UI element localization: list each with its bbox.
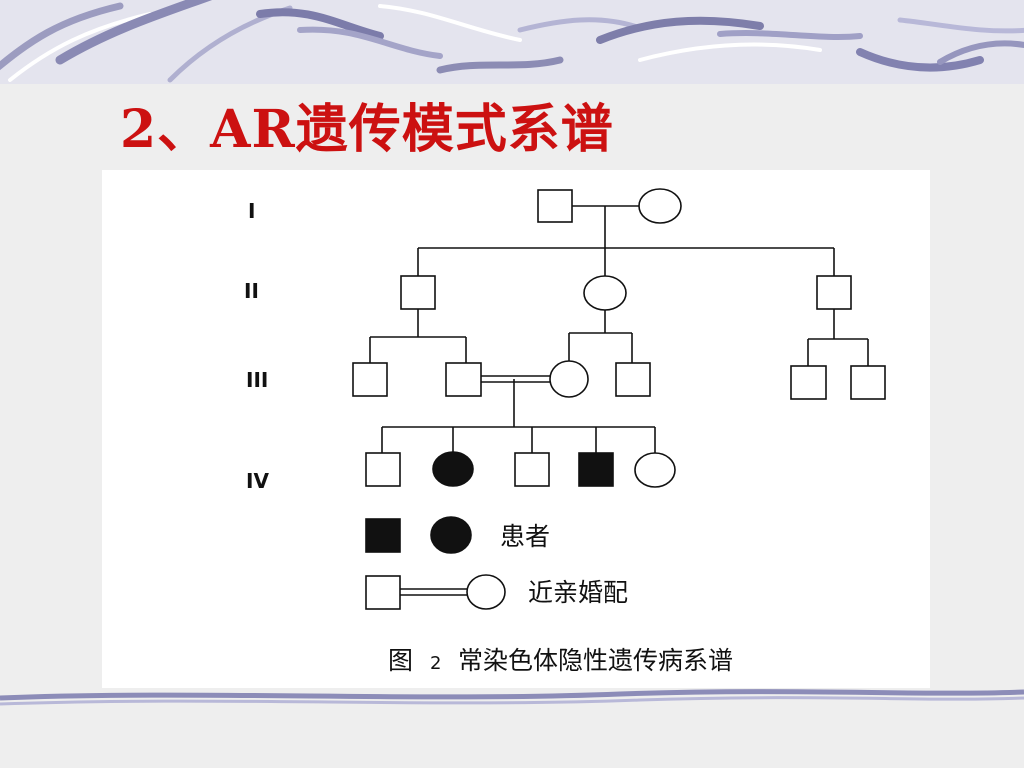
consanguineous-male-symbol xyxy=(365,575,401,610)
affected-female-symbol xyxy=(430,516,472,554)
female-unaffected-II-2 xyxy=(583,275,627,311)
generation-4 xyxy=(365,451,676,488)
male-unaffected-III-4 xyxy=(615,362,651,397)
male-unaffected-II-3 xyxy=(816,275,852,310)
legend: 患者 近亲婚配 xyxy=(365,516,628,610)
male-unaffected-III-1 xyxy=(352,362,388,397)
decorative-banner xyxy=(0,0,1024,84)
female-unaffected-I-2 xyxy=(638,188,682,224)
generation-label-4: IV xyxy=(246,469,269,493)
generation-2 xyxy=(369,275,869,366)
male-unaffected-III-6 xyxy=(850,365,886,400)
consanguineous-female-symbol xyxy=(466,574,506,610)
male-unaffected-III-5 xyxy=(790,365,827,400)
generation-label-2: II xyxy=(244,279,259,303)
male-affected-IV-4 xyxy=(578,452,614,487)
caption-prefix: 图 xyxy=(388,646,413,675)
male-unaffected-IV-1 xyxy=(365,452,401,487)
pedigree-figure: I II III IV xyxy=(102,170,930,688)
legend-affected-label: 患者 xyxy=(500,522,550,551)
generation-3 xyxy=(352,360,886,453)
pedigree-chart: I II III IV xyxy=(244,188,886,675)
male-unaffected-I-1 xyxy=(537,189,573,223)
male-unaffected-IV-3 xyxy=(514,452,550,487)
slide-title: 2、AR遗传模式系谱 xyxy=(120,99,614,160)
male-unaffected-II-1 xyxy=(400,275,436,310)
male-unaffected-III-2 xyxy=(445,362,482,397)
female-unaffected-IV-5 xyxy=(634,452,676,488)
female-unaffected-III-3 xyxy=(549,360,589,398)
caption-number: 2 xyxy=(430,653,441,674)
generation-label-3: III xyxy=(246,368,268,392)
decorative-footer-line xyxy=(0,689,1024,706)
figure-caption: 图 2 常染色体隐性遗传病系谱 xyxy=(388,646,733,675)
affected-male-symbol xyxy=(365,518,401,553)
caption-text: 常染色体隐性遗传病系谱 xyxy=(458,646,733,675)
generation-label-1: I xyxy=(248,199,255,223)
generation-1 xyxy=(417,188,835,276)
female-affected-IV-2 xyxy=(432,451,474,487)
legend-consanguineous-label: 近亲婚配 xyxy=(528,578,628,607)
